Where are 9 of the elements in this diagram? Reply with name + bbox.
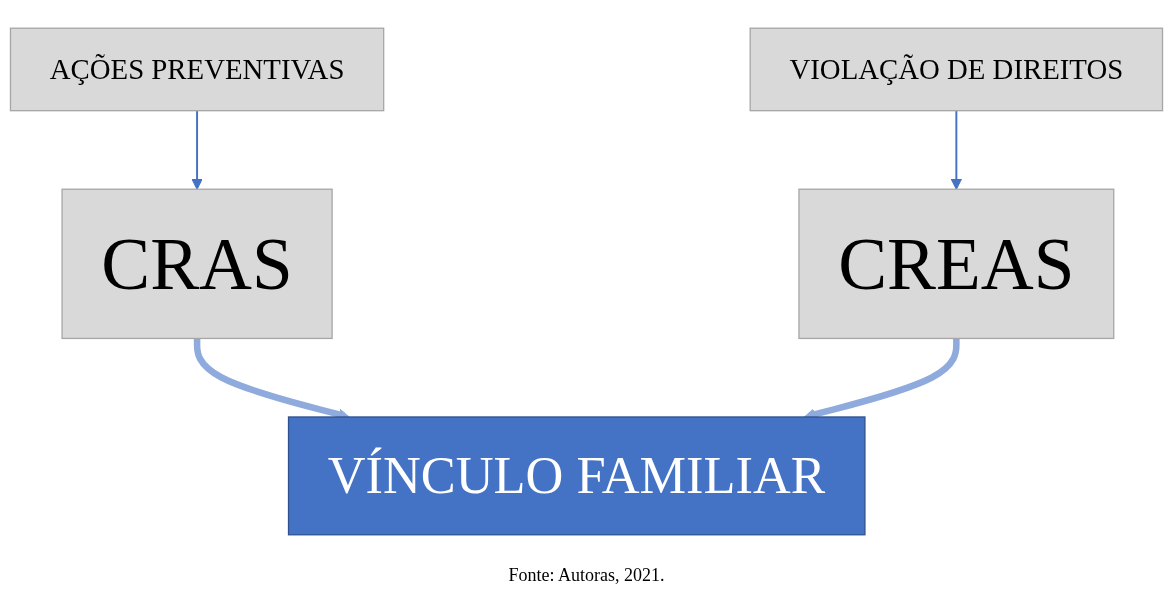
node-box [61,188,333,340]
arrow [191,109,203,190]
flowchart: AÇÕES PREVENTIVAS VIOLAÇÃO DE DIREITOS CRAS CREAS VÍNCULO FAMILIAR [0,0,1173,563]
arrow [950,109,963,190]
caption: Fonte: Autoras, 2021. [508,564,665,587]
node-box [287,416,866,536]
node-box [749,27,1164,112]
node-box [9,27,385,112]
node-box [798,188,1115,340]
